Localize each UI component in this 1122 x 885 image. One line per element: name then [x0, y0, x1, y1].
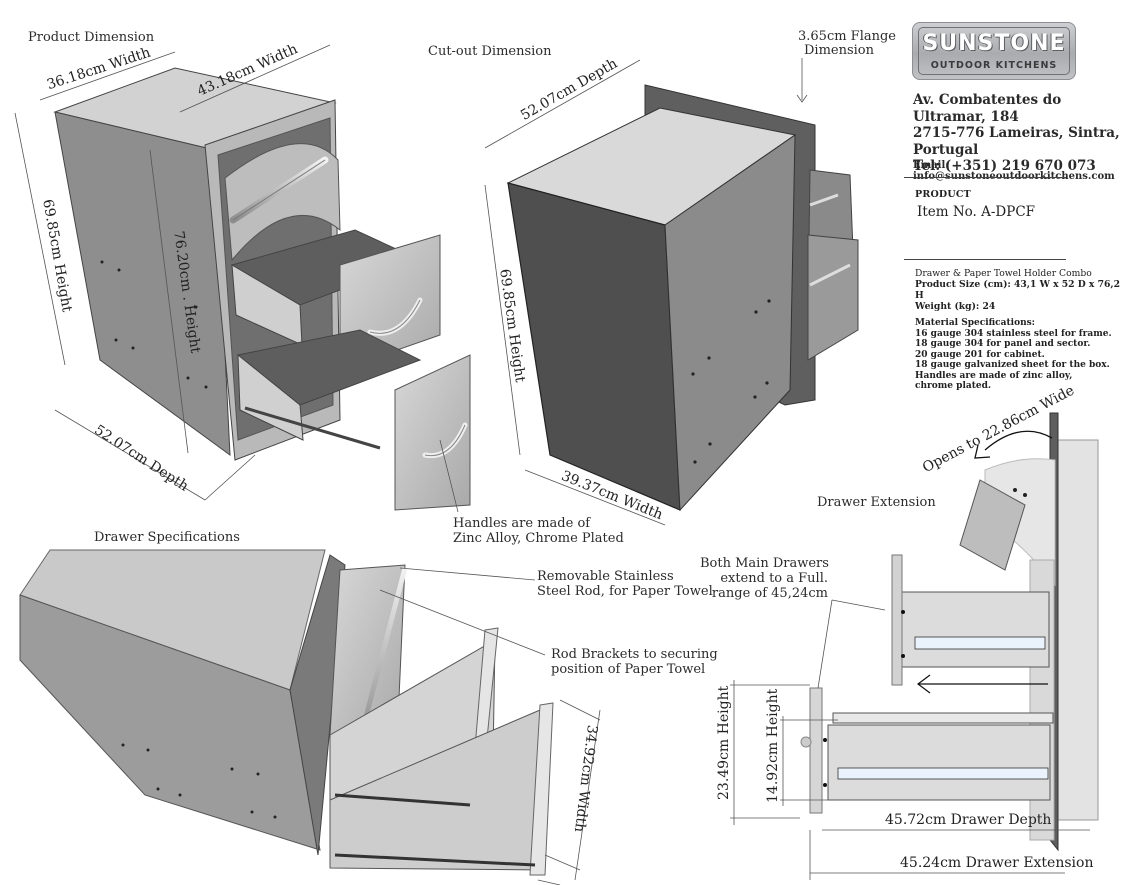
material-line: Handles are made of zinc alloy, [915, 370, 1073, 381]
product-weight: Weight (kg): 24 [915, 301, 996, 312]
section-title-drawer-specifications: Drawer Specifications [94, 530, 240, 545]
material-heading: Material Specifications: [915, 318, 1036, 328]
address-line: Portugal [913, 141, 979, 158]
divider [904, 177, 1066, 178]
flange-note-line: 3.65cm Flange [798, 29, 897, 44]
brand-logo: SUNSTONE OUTDOOR KITCHENS [912, 22, 1076, 80]
section-title-cutout-dimension: Cut-out Dimension [428, 44, 552, 59]
full-range-note-line: extend to a Full. [720, 571, 828, 586]
handle-note-line: Handles are made of [453, 516, 591, 531]
product-dimension-drawing [14, 44, 471, 513]
drawer-height-inner: 14.92cm Height [765, 688, 781, 803]
email-link[interactable]: Email: info@sunstoneoutdoorkitchens.com [913, 160, 1115, 182]
bracket-note-line: position of Paper Towel [551, 662, 706, 677]
rod-note: Removable Stainless Steel Rod, for Paper… [537, 569, 713, 599]
logo-frame: SUNSTONE OUTDOOR KITCHENS [918, 27, 1070, 75]
material-line: 16 gauge 304 stainless steel for frame. [915, 328, 1112, 339]
drawer-depth: 45.72cm Drawer Depth [885, 812, 1052, 828]
drawer-height-outer: 23.49cm Height [716, 685, 732, 800]
product-heading: PRODUCT [915, 189, 971, 200]
material-specs: Material Specifications: 16 gauge 304 st… [915, 318, 1112, 392]
logo-subtitle: OUTDOOR KITCHENS [930, 60, 1058, 71]
item-number: Item No. A-DPCF [917, 204, 1036, 220]
address-line: 2715-776 Lameiras, Sintra, [913, 125, 1120, 141]
full-range-note-line: range of 45,24cm [711, 586, 828, 601]
rod-note-line: Steel Rod, for Paper Towel [537, 584, 713, 599]
bracket-note: Rod Brackets to securing position of Pap… [551, 647, 718, 677]
address-line: Av. Combatentes do Ultramar, 184 [913, 92, 1062, 125]
section-title-drawer-extension: Drawer Extension [817, 495, 936, 510]
flange-note: 3.65cm Flange Dimension [798, 30, 896, 58]
product-name: Drawer & Paper Towel Holder Combo [915, 268, 1092, 279]
rod-note-line: Removable Stainless [537, 569, 674, 584]
bracket-note-line: Rod Brackets to securing [551, 647, 718, 662]
material-line: 18 gauge 304 for panel and sector. [915, 339, 1091, 349]
full-range-note: Both Main Drawers extend to a Full. rang… [700, 556, 829, 601]
phone: Tel: (+351) 219 670 073 [913, 158, 1096, 174]
material-line: 20 gauge 201 for cabinet. [915, 349, 1045, 360]
cutout-dimension-drawing [484, 58, 859, 526]
product-specs: Drawer & Paper Towel Holder Combo Produc… [915, 268, 1122, 312]
drawer-extension-drawing [730, 412, 1099, 880]
flange-note-line: Dimension [804, 43, 875, 58]
handle-note: Handles are made of Zinc Alloy, Chrome P… [453, 516, 624, 546]
section-title-product-dimension: Product Dimension [28, 30, 155, 45]
material-line: chrome plated. [915, 381, 992, 391]
full-range-note-line: Both Main Drawers [700, 556, 829, 571]
drawer-specifications-drawing [19, 549, 601, 885]
material-line: 18 gauge galvanized sheet for the box. [915, 360, 1110, 370]
company-address: Av. Combatentes do Ultramar, 184 2715-77… [913, 92, 1122, 175]
product-size: Product Size (cm): 43,1 W x 52 D x 76,2 … [915, 279, 1120, 301]
divider [904, 259, 1066, 260]
handle-note-line: Zinc Alloy, Chrome Plated [453, 531, 624, 546]
drawer-extension-length: 45.24cm Drawer Extension [900, 855, 1094, 871]
logo-name: SUNSTONE [922, 31, 1066, 56]
